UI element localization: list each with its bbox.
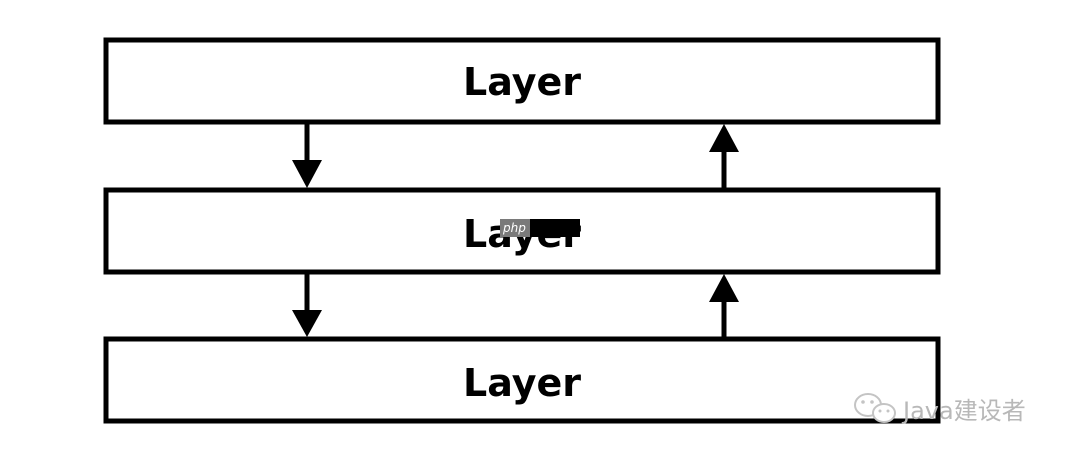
layer-label-bottom: Layer (463, 361, 581, 405)
php-overlay-badge: php (500, 219, 580, 237)
watermark-text: Java建设者 (901, 397, 1026, 425)
layer-box-bottom: Layer (103, 336, 941, 424)
arrow-down-1 (292, 124, 322, 188)
arrow-up-1 (709, 124, 739, 188)
layer-box-top: Layer (103, 37, 941, 125)
layer-label-top: Layer (463, 60, 581, 104)
wechat-icon (854, 393, 896, 423)
arrow-down-2 (292, 274, 322, 337)
arrow-up-2 (709, 274, 739, 337)
php-badge-text: php (502, 221, 526, 235)
watermark: Java建设者 (854, 393, 1026, 425)
